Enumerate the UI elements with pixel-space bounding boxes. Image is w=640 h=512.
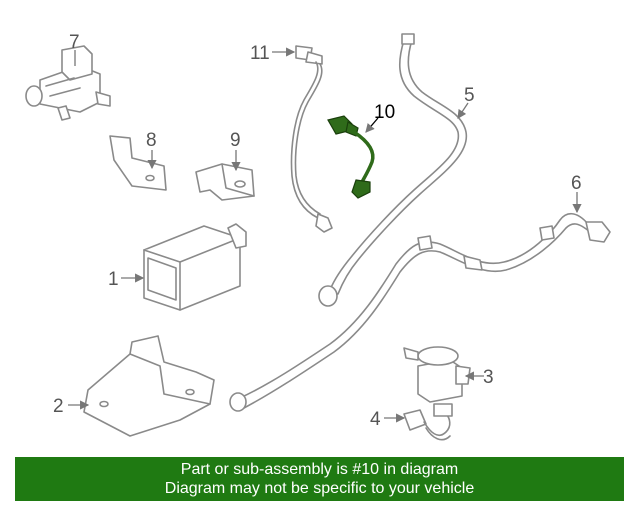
part-6-line[interactable] [229, 212, 611, 412]
part-1-canister[interactable] [143, 223, 247, 311]
callout-7: 7 [69, 32, 80, 53]
callout-8: 8 [146, 130, 157, 151]
parts-diagram: 7 8 9 1 2 11 [25, 32, 611, 441]
part-11-sensor[interactable] [290, 45, 333, 233]
callout-3: 3 [483, 367, 494, 388]
part-4-connector[interactable] [403, 403, 453, 441]
part-9-bracket[interactable] [195, 163, 255, 201]
callout-4: 4 [370, 409, 381, 430]
callout-6: 6 [571, 173, 582, 194]
info-banner: Part or sub-assembly is #10 in diagram D… [15, 457, 624, 501]
callout-2: 2 [53, 396, 64, 417]
callout-9: 9 [230, 130, 241, 151]
callout-1: 1 [108, 269, 119, 290]
callout-5: 5 [464, 85, 475, 106]
part-7-valve[interactable] [25, 45, 111, 121]
part-5-hose[interactable] [318, 33, 468, 307]
callout-11: 11 [250, 43, 270, 64]
part-8-bracket[interactable] [109, 135, 167, 191]
callout-10: 10 [374, 102, 395, 123]
banner-line-1: Part or sub-assembly is #10 in diagram [180, 461, 459, 478]
part-2-bracket[interactable] [83, 335, 215, 437]
banner-line-2: Diagram may not be specific to your vehi… [164, 480, 475, 497]
part-10-sensor[interactable] [327, 115, 375, 199]
part-3-valve[interactable] [403, 346, 471, 403]
